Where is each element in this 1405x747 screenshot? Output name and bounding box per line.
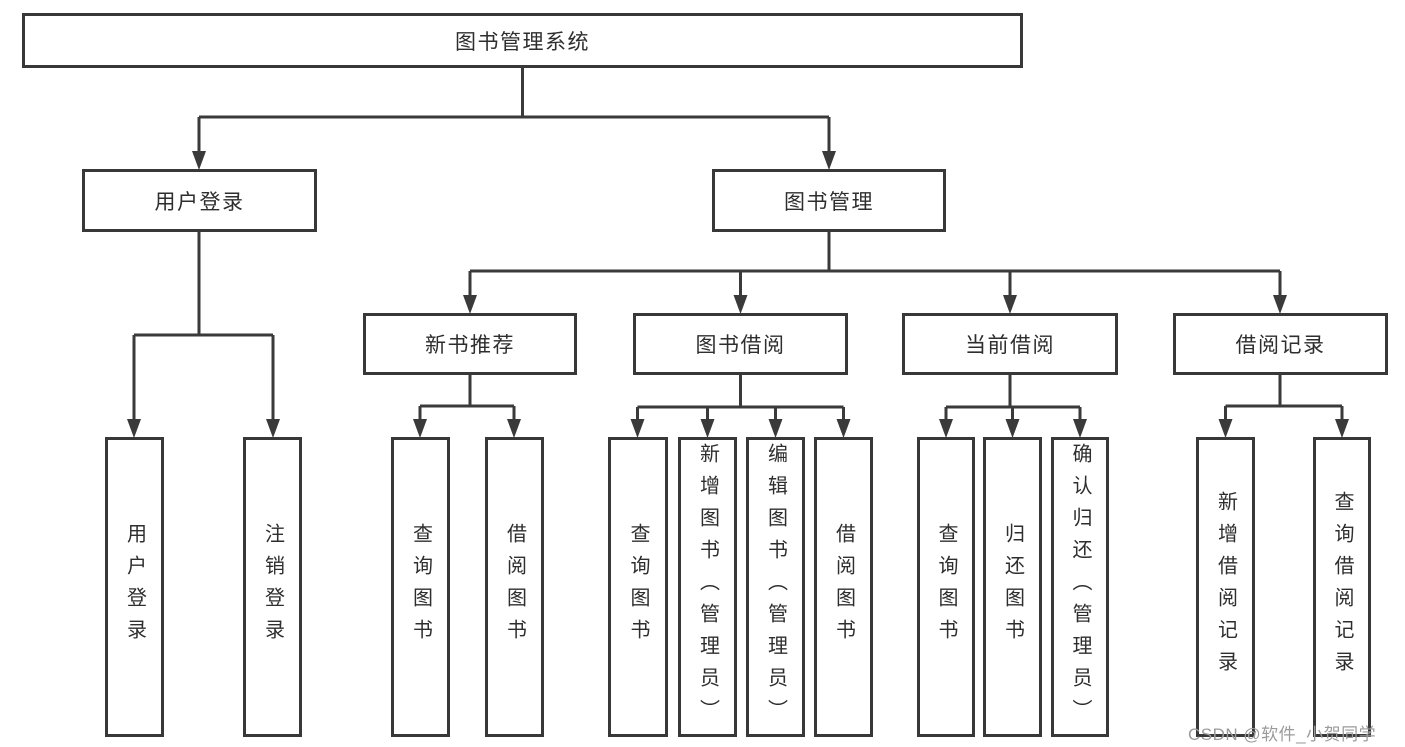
node-label: 注销登录 <box>261 523 284 651</box>
node-leaf-bb-borrow-book: 借阅图书 <box>814 437 873 737</box>
node-book-borrow: 图书借阅 <box>633 313 848 375</box>
node-label: 新增借阅记录 <box>1214 491 1237 683</box>
node-leaf-bb-add-book-admin: 新增图书（管理员） <box>678 437 737 737</box>
node-label: 图书管理系统 <box>455 30 590 54</box>
node-label: 查询图书 <box>627 523 649 651</box>
node-book-management: 图书管理 <box>712 169 946 232</box>
connector-book-mgmt-to-level3 <box>463 232 1287 314</box>
node-leaf-cb-confirm-return-admin: 确认归还（管理员） <box>1051 437 1109 737</box>
node-current-borrow: 当前借阅 <box>902 313 1118 375</box>
node-leaf-bb-edit-book-admin: 编辑图书（管理员） <box>746 437 805 737</box>
node-leaf-user-login: 用户登录 <box>105 437 164 737</box>
connector-root-to-level2 <box>192 68 836 170</box>
node-label: 新增图书（管理员） <box>696 443 719 731</box>
node-leaf-br-query-record: 查询借阅记录 <box>1313 437 1371 737</box>
connector-book-borrow-to-leaves <box>630 375 851 438</box>
node-label: 图书管理 <box>784 190 874 214</box>
connector-user-login-to-leaves <box>127 232 280 438</box>
node-label: 确认归还（管理员） <box>1069 443 1091 731</box>
node-label: 当前借阅 <box>965 334 1055 357</box>
node-label: 图书借阅 <box>695 334 786 357</box>
node-leaf-br-add-record: 新增借阅记录 <box>1196 437 1255 737</box>
node-label: 查询图书 <box>409 523 432 651</box>
node-label: 借阅记录 <box>1235 334 1326 357</box>
node-leaf-nb-query-book: 查询图书 <box>391 437 450 737</box>
node-label: 归还图书 <box>1001 523 1024 651</box>
node-leaf-nb-borrow-book: 借阅图书 <box>485 437 544 737</box>
node-user-login: 用户登录 <box>82 169 317 232</box>
node-leaf-bb-query-book: 查询图书 <box>608 437 668 737</box>
node-label: 查询图书 <box>935 523 957 651</box>
node-label: 编辑图书（管理员） <box>764 443 787 731</box>
connector-current-borrow-to-leaves <box>939 375 1087 438</box>
node-root-library-system: 图书管理系统 <box>22 13 1023 68</box>
node-new-book-recommend: 新书推荐 <box>363 313 577 375</box>
node-label: 借阅图书 <box>503 523 526 651</box>
node-label: 用户登录 <box>123 523 146 651</box>
node-label: 查询借阅记录 <box>1331 491 1353 683</box>
node-leaf-cb-query-book: 查询图书 <box>917 437 975 737</box>
node-label: 用户登录 <box>154 190 245 214</box>
node-leaf-logout: 注销登录 <box>243 437 302 737</box>
node-label: 借阅图书 <box>832 523 855 651</box>
node-borrow-records: 借阅记录 <box>1173 313 1388 375</box>
node-leaf-cb-return-book: 归还图书 <box>983 437 1042 737</box>
csdn-watermark: CSDN @软件_小贺同学 <box>1188 725 1377 744</box>
connector-new-book-to-leaves <box>413 375 521 438</box>
node-label: 新书推荐 <box>425 334 515 357</box>
connector-borrow-records-to-leaves <box>1218 375 1349 438</box>
